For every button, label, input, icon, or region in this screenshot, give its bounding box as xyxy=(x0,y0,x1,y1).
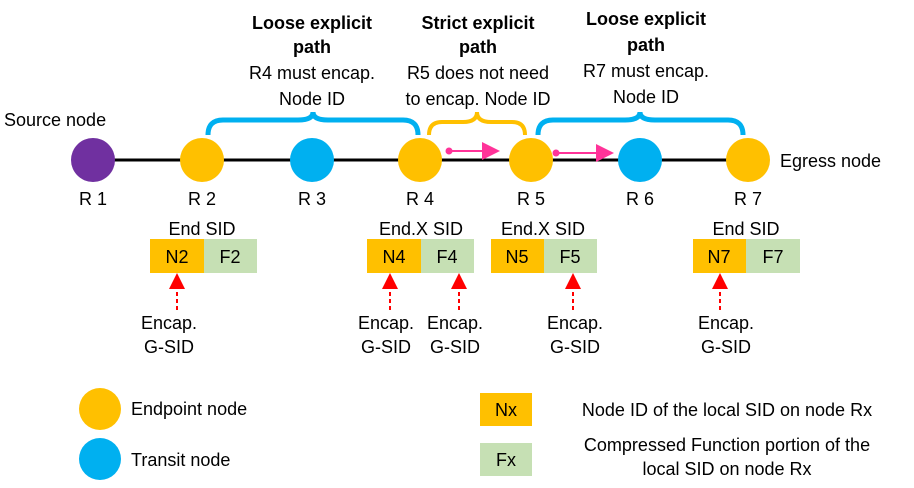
node-label-r6: R 6 xyxy=(626,189,654,209)
sid-type-r2: End SID xyxy=(168,219,235,239)
segment-3-desc-line2: Node ID xyxy=(613,87,679,107)
segment-2-title-line1: Strict explicit xyxy=(421,13,534,33)
sid-func-r4: F4 xyxy=(436,247,457,267)
node-r7 xyxy=(726,138,770,182)
node-r3 xyxy=(290,138,334,182)
legend-nx-desc: Node ID of the local SID on node Rx xyxy=(582,400,872,420)
segment-3-title-line1: Loose explicit xyxy=(586,9,706,29)
sid-type-r4: End.X SID xyxy=(379,219,463,239)
source-node-label: Source node xyxy=(4,110,106,130)
sid-box-r2: N2 F2 xyxy=(150,239,257,273)
encap-r7-line1: Encap. xyxy=(698,313,754,333)
segment-2-desc-line2: to encap. Node ID xyxy=(405,89,550,109)
strict-path-arrow xyxy=(445,142,500,160)
encap-r2-line1: Encap. xyxy=(141,313,197,333)
legend-nx-box-label: Nx xyxy=(495,400,517,420)
sid-type-r5: End.X SID xyxy=(501,219,585,239)
segment-1-title-line2: path xyxy=(293,37,331,57)
node-r2 xyxy=(180,138,224,182)
legend-fx-swatch xyxy=(480,443,532,476)
encap-r7-line2: G-SID xyxy=(701,337,751,357)
sid-node-r2: N2 xyxy=(165,247,188,267)
node-r6 xyxy=(618,138,662,182)
sid-func-r2: F2 xyxy=(219,247,240,267)
segment-3-title-line2: path xyxy=(627,35,665,55)
sid-box-r5: N5 F5 xyxy=(491,239,597,273)
encap-r4-node-line1: Encap. xyxy=(358,313,414,333)
encap-r4-node-line2: G-SID xyxy=(361,337,411,357)
segment-1-desc-line2: Node ID xyxy=(279,89,345,109)
sid-box-r4: N4 F4 xyxy=(367,239,474,273)
node-label-r3: R 3 xyxy=(298,189,326,209)
sid-func-r7: F7 xyxy=(762,247,783,267)
node-r4 xyxy=(398,138,442,182)
segment-3-desc-line1: R7 must encap. xyxy=(583,61,709,81)
encap-r5-line1: Encap. xyxy=(547,313,603,333)
legend-endpoint-swatch xyxy=(79,388,121,430)
sid-node-r5: N5 xyxy=(505,247,528,267)
legend-endpoint-label: Endpoint node xyxy=(131,399,247,419)
sid-node-r4: N4 xyxy=(382,247,405,267)
legend-fx-box-label: Fx xyxy=(496,450,516,470)
legend-transit-swatch xyxy=(79,438,121,480)
loose-path-brace-2 xyxy=(535,111,746,136)
segment-1-title-line1: Loose explicit xyxy=(252,13,372,33)
node-r5 xyxy=(509,138,553,182)
encap-r2-line2: G-SID xyxy=(144,337,194,357)
legend-transit-label: Transit node xyxy=(131,450,230,470)
sid-type-r7: End SID xyxy=(712,219,779,239)
node-label-r7: R 7 xyxy=(734,189,762,209)
encap-r4-func-line1: Encap. xyxy=(427,313,483,333)
sid-func-r5: F5 xyxy=(559,247,580,267)
node-label-r4: R 4 xyxy=(406,189,434,209)
legend-fx-desc-line1: Compressed Function portion of the xyxy=(584,435,870,455)
encap-r5-line2: G-SID xyxy=(550,337,600,357)
loose-path-brace-1 xyxy=(205,111,421,136)
sid-box-r7: N7 F7 xyxy=(693,239,800,273)
strict-path-brace xyxy=(427,111,527,136)
segment-1-desc-line1: R4 must encap. xyxy=(249,63,375,83)
encap-r4-func-line2: G-SID xyxy=(430,337,480,357)
node-label-r1: R 1 xyxy=(79,189,107,209)
next-hop-arrow xyxy=(552,144,614,162)
segment-2-desc-line1: R5 does not need xyxy=(407,63,549,83)
legend-fx-desc-line2: local SID on node Rx xyxy=(642,459,811,479)
sid-node-r7: N7 xyxy=(707,247,730,267)
node-label-r2: R 2 xyxy=(188,189,216,209)
node-r1 xyxy=(71,138,115,182)
node-label-r5: R 5 xyxy=(517,189,545,209)
egress-node-label: Egress node xyxy=(780,151,881,171)
segment-2-title-line2: path xyxy=(459,37,497,57)
legend-nx-swatch xyxy=(480,393,532,426)
